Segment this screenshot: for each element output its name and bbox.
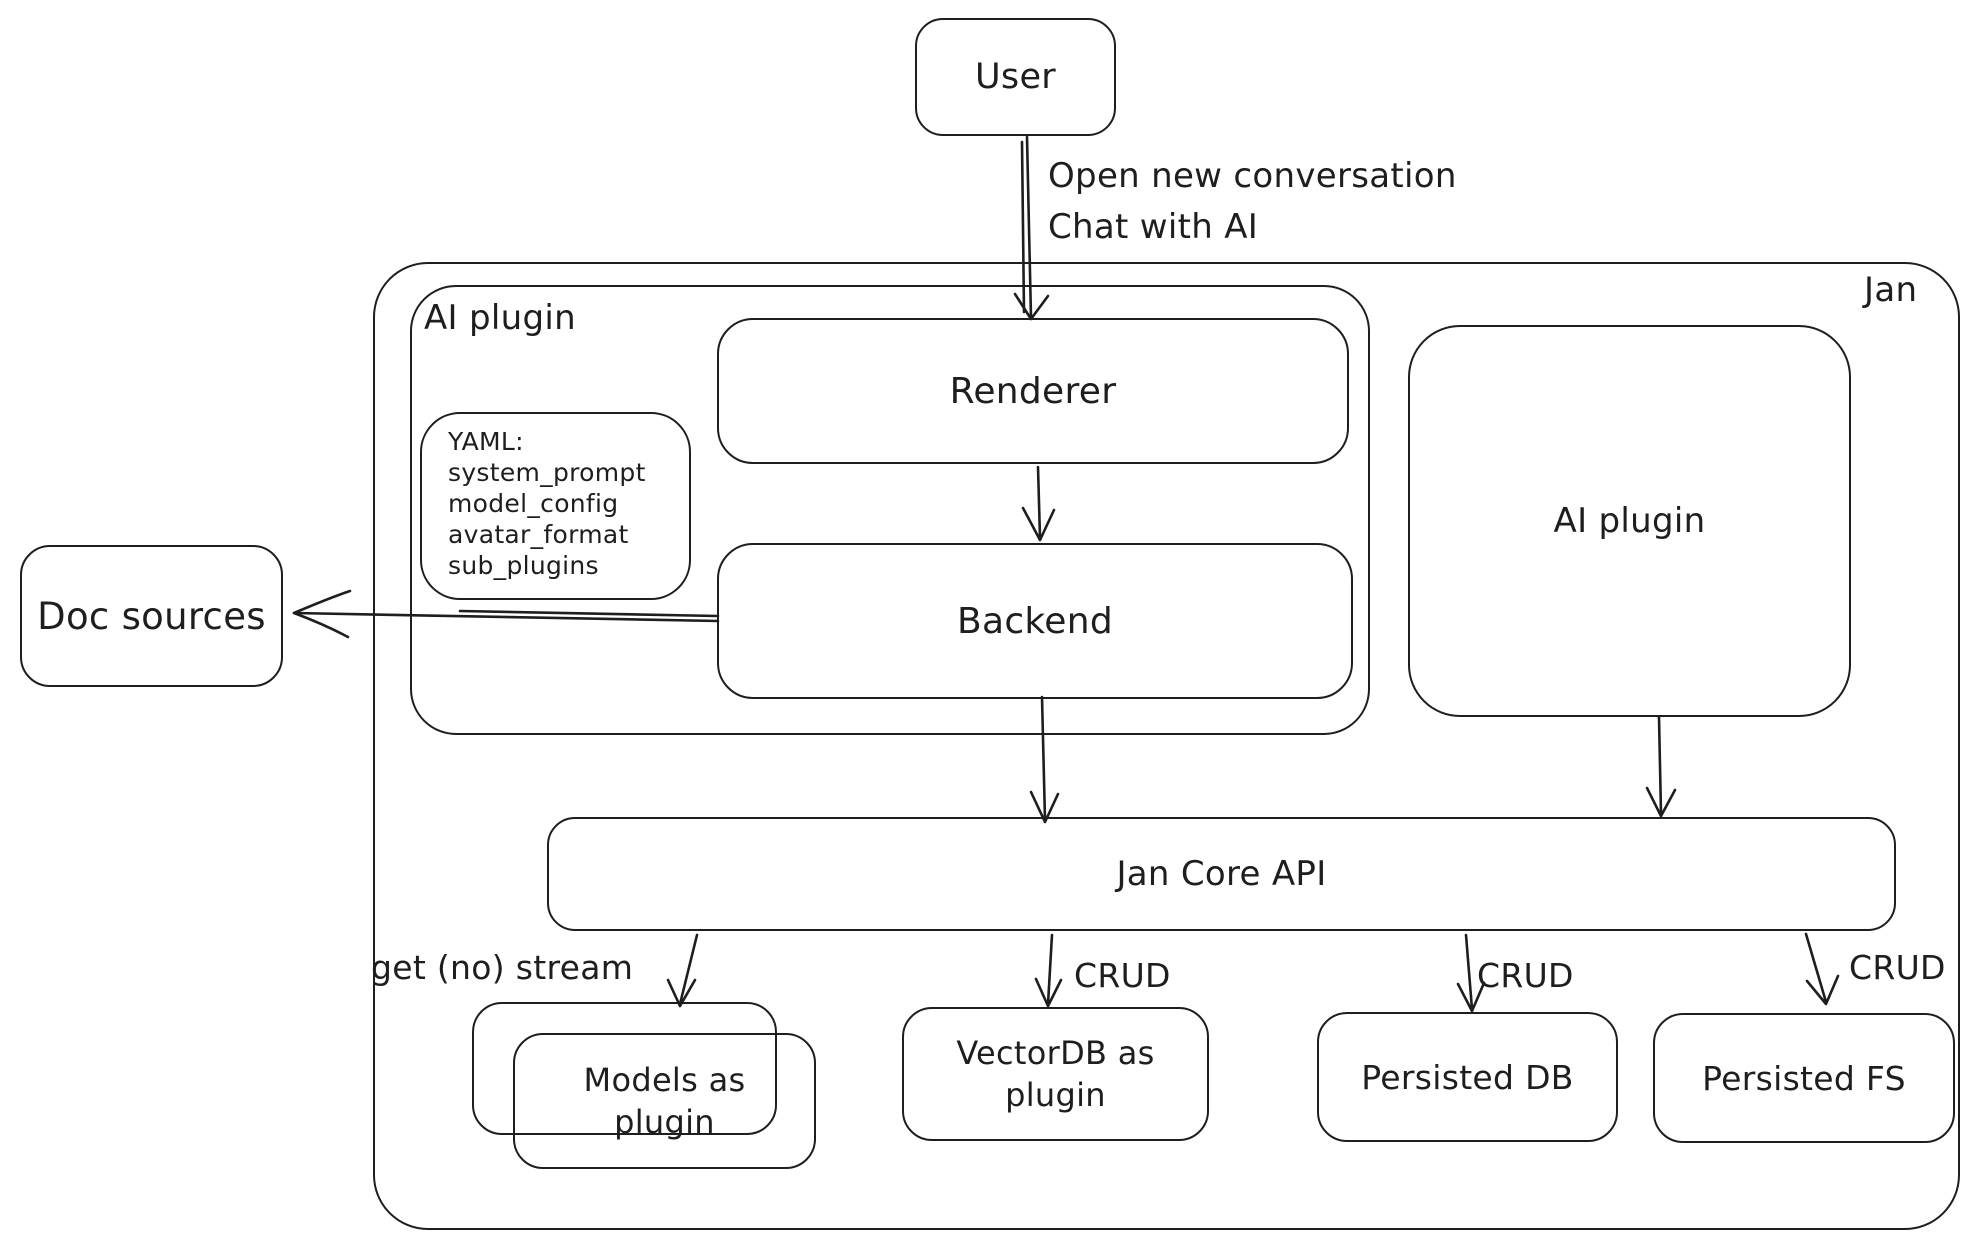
user-node: User bbox=[915, 18, 1116, 136]
jan-core-api-label: Jan Core API bbox=[1116, 854, 1327, 894]
edge-label-chat-with-ai: Chat with AI bbox=[1048, 207, 1259, 247]
persisted-db-node: Persisted DB bbox=[1317, 1012, 1618, 1142]
edge-label-get-no-stream: get (no) stream bbox=[371, 948, 634, 987]
models-plugin-node: Models as plugin bbox=[513, 1033, 816, 1169]
vectordb-label: VectorDB as plugin bbox=[956, 1033, 1155, 1114]
ai-plugin-group bbox=[410, 285, 1370, 735]
yaml-line: avatar_format bbox=[448, 520, 629, 549]
doc-sources-node: Doc sources bbox=[20, 545, 283, 687]
ai-plugin-label: AI plugin bbox=[1553, 501, 1706, 541]
yaml-note-lines: YAML: system_prompt model_config avatar_… bbox=[448, 426, 646, 581]
persisted-db-label: Persisted DB bbox=[1361, 1057, 1574, 1097]
edge-label-open-conversation: Open new conversation bbox=[1048, 156, 1457, 196]
yaml-line: system_prompt bbox=[448, 458, 646, 487]
models-plugin-label: Models as plugin bbox=[583, 1060, 746, 1141]
yaml-note: YAML: system_prompt model_config avatar_… bbox=[420, 412, 691, 600]
jan-container bbox=[373, 262, 1960, 1230]
ai-plugin-group-label: AI plugin bbox=[424, 298, 576, 338]
persisted-fs-label: Persisted FS bbox=[1702, 1058, 1906, 1098]
yaml-line: model_config bbox=[448, 489, 619, 518]
yaml-line: sub_plugins bbox=[448, 551, 599, 580]
edge-label-crud-persisted-db: CRUD bbox=[1477, 956, 1574, 995]
ai-plugin-node: AI plugin bbox=[1408, 325, 1851, 717]
backend-node: Backend bbox=[717, 543, 1353, 699]
edge-label-crud-vectordb: CRUD bbox=[1074, 956, 1171, 995]
doc-sources-label: Doc sources bbox=[37, 594, 266, 638]
yaml-line: YAML: bbox=[448, 427, 524, 456]
jan-container-label: Jan bbox=[1864, 270, 1918, 310]
models-plugin-back-box bbox=[472, 1002, 777, 1135]
user-label: User bbox=[975, 57, 1056, 97]
persisted-fs-node: Persisted FS bbox=[1653, 1013, 1955, 1143]
renderer-node: Renderer bbox=[717, 318, 1349, 464]
backend-label: Backend bbox=[956, 600, 1114, 642]
vectordb-node: VectorDB as plugin bbox=[902, 1007, 1209, 1141]
jan-core-api-node: Jan Core API bbox=[547, 817, 1896, 931]
edge-label-crud-persisted-fs: CRUD bbox=[1849, 948, 1946, 987]
renderer-label: Renderer bbox=[949, 370, 1117, 412]
